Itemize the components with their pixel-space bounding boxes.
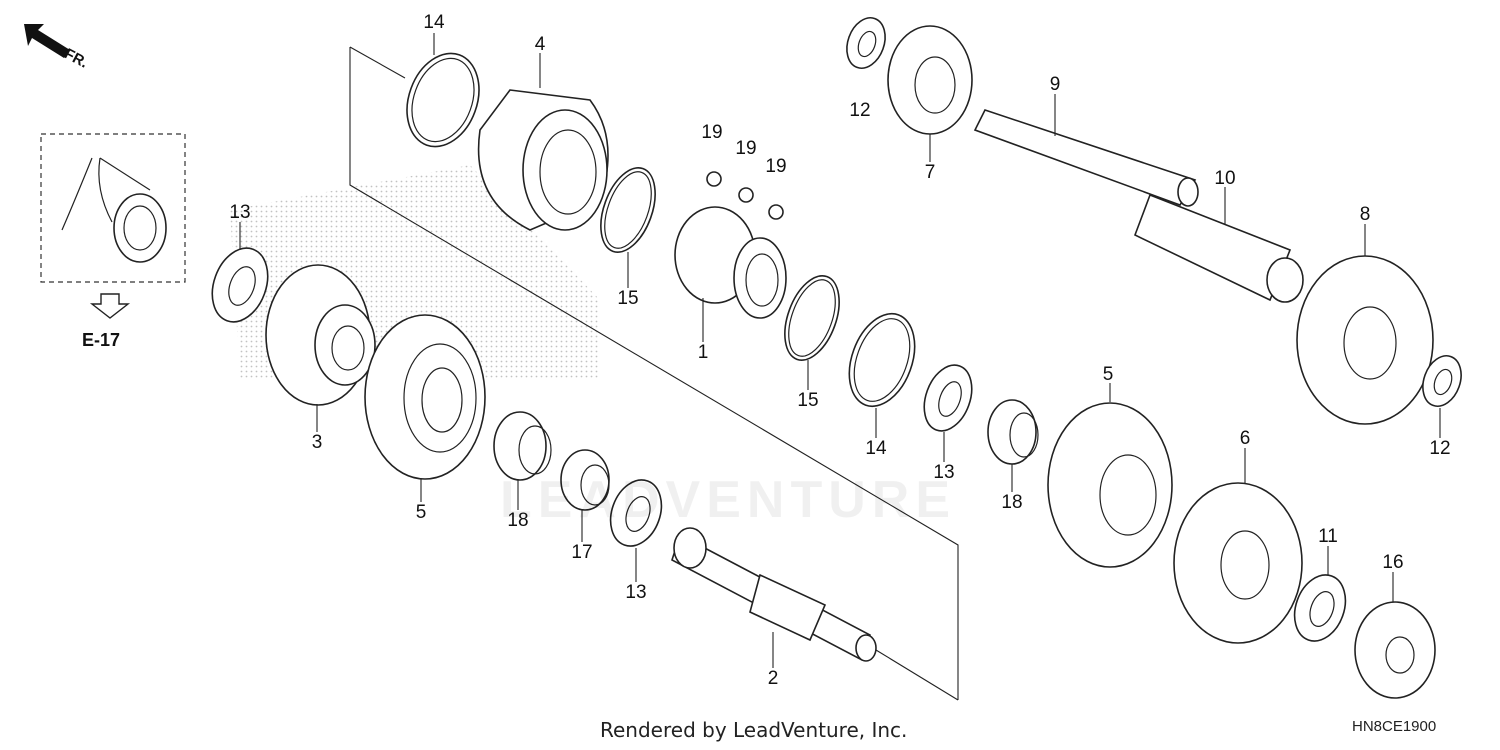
callout-3: 3	[312, 432, 323, 453]
callout-13: 13	[625, 582, 646, 603]
callout-17: 17	[571, 542, 592, 563]
callout-2: 2	[768, 668, 779, 689]
part-13-washer-middle	[609, 479, 663, 547]
callout-6: 6	[1240, 428, 1251, 449]
part-13-washer-right	[923, 364, 973, 432]
part-16-bearing	[1354, 601, 1436, 699]
part-15-ring-lower	[784, 275, 840, 361]
part-17-bearing	[560, 449, 610, 511]
part-18-bearing-right	[987, 399, 1039, 465]
part-19-balls	[706, 171, 784, 220]
callout-4: 4	[535, 34, 546, 55]
reference-label: E-17	[82, 330, 121, 350]
callout-11: 11	[1318, 526, 1338, 547]
footer-credit: Rendered by LeadVenture, Inc.	[600, 718, 908, 742]
callout-18: 18	[1001, 492, 1022, 513]
part-11-washer	[1293, 574, 1347, 642]
part-7-gear	[887, 25, 973, 135]
callout-14: 14	[865, 438, 887, 459]
callout-12: 12	[1429, 438, 1450, 459]
callout-1: 1	[698, 342, 709, 363]
callout-19: 19	[701, 122, 722, 143]
part-6-gear	[1173, 482, 1303, 644]
callout-5: 5	[416, 502, 427, 523]
callout-10: 10	[1214, 168, 1235, 189]
part-14-ring-lower	[848, 312, 916, 408]
diagram-code: HN8CE1900	[1352, 718, 1437, 735]
callout-14: 14	[423, 12, 445, 33]
part-8-gear	[1296, 255, 1434, 425]
part-5-drum-right	[1047, 402, 1173, 568]
part-18-bearing-left	[493, 411, 552, 481]
callout-19: 19	[765, 156, 786, 177]
reference-inset-box	[40, 133, 186, 283]
callout-8: 8	[1360, 204, 1371, 225]
callout-19: 19	[735, 138, 756, 159]
callout-16: 16	[1382, 552, 1403, 573]
callout-9: 9	[1050, 74, 1061, 95]
callout-5: 5	[1103, 364, 1114, 385]
part-13-washer-left	[211, 247, 269, 323]
part-2-mainshaft	[671, 527, 877, 662]
callout-12: 12	[849, 100, 870, 121]
part-14-ring-top	[406, 52, 480, 148]
reference-down-arrow-icon	[89, 293, 131, 319]
assembly-outline	[349, 46, 959, 701]
part-9-shaft	[973, 109, 1199, 207]
part-10-countershaft	[1133, 193, 1304, 303]
callout-18: 18	[507, 510, 528, 531]
front-direction-arrow	[24, 24, 70, 58]
part-15-ring-upper	[600, 167, 656, 253]
callout-7: 7	[925, 162, 936, 183]
part-12-washer-right	[1422, 355, 1462, 407]
callout-15: 15	[617, 288, 638, 309]
part-1-bearing-cage	[674, 206, 787, 319]
callout-13: 13	[229, 202, 250, 223]
part-3-gear	[265, 264, 376, 406]
callout-13: 13	[933, 462, 954, 483]
part-12-washer-top	[846, 17, 886, 69]
watermark: LEADVENTURE	[500, 471, 957, 529]
callout-15: 15	[797, 390, 818, 411]
part-4-shift-sleeve	[477, 89, 609, 231]
part-5-drum-left	[364, 314, 486, 480]
callout-labels: 14 4 13 3 5 18 17 13 2 15 1 19 19 19 15 …	[229, 12, 1450, 689]
leader-lines	[239, 33, 1441, 668]
